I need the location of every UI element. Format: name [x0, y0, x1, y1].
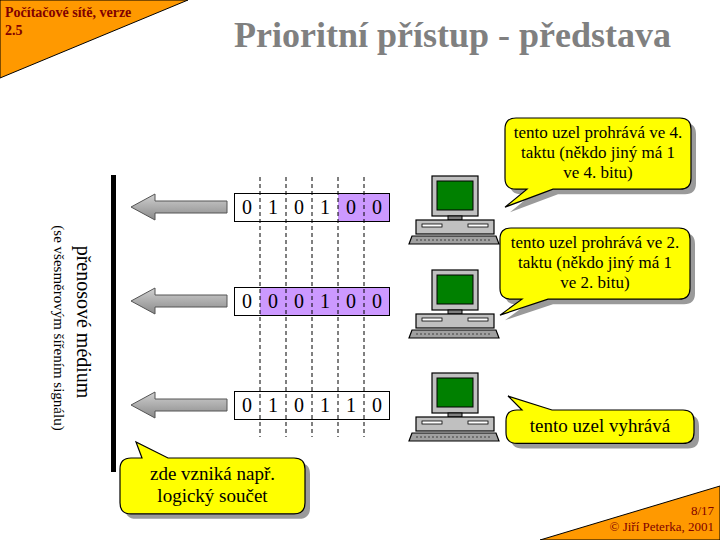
callout-text: zde vzniká např. logický součet	[128, 463, 297, 508]
computer-icon	[409, 176, 499, 244]
computer-icon	[409, 373, 499, 441]
callout-bubble: zde vzniká např. logický součet	[120, 458, 305, 514]
medium-note: (se všesměrovým šířením signálu)	[51, 225, 66, 430]
bit-sequence: 0 1 0 1 0 0	[234, 193, 390, 222]
bit-text: 0 0 0 1 0 0	[242, 288, 389, 315]
callout-outline	[505, 118, 691, 207]
bit-text: 0 1 0 1 0 0	[242, 194, 389, 221]
corner-triangle	[0, 0, 188, 78]
slide-title: Prioritní přístup - představa	[190, 14, 715, 56]
callout-bubble: tento uzel prohrává ve 2. taktu (někdo j…	[500, 228, 690, 299]
computer-icon	[409, 270, 499, 338]
bit-sequence: 0 0 0 1 0 0	[234, 287, 390, 316]
callout-outline	[500, 228, 690, 315]
page-number: 8/17	[540, 503, 714, 519]
signal-arrow	[131, 392, 227, 418]
callout-bubble: tento uzel prohrává ve 4. taktu (někdo j…	[505, 118, 691, 189]
course-name: Počítačové sítě, verze 2.5	[5, 4, 140, 39]
bit-text: 0 1 0 1 1 0	[242, 392, 389, 419]
medium-label: přenosové médium	[74, 246, 94, 399]
callout-outline	[120, 442, 305, 514]
callout-text: tento uzel prohrává ve 2. taktu (někdo j…	[508, 233, 682, 293]
signal-arrow	[131, 194, 227, 220]
page-corner: 8/17© Jiří Peterka, 2001	[540, 486, 720, 540]
callout-bubble: tento uzel vyhrává	[506, 410, 694, 443]
signal-arrow	[131, 288, 227, 314]
bit-sequence: 0 1 0 1 1 0	[234, 391, 390, 420]
callout-text: tento uzel vyhrává	[514, 415, 686, 437]
copyright: © Jiří Peterka, 2001	[540, 519, 714, 535]
callout-text: tento uzel prohrává ve 4. taktu (někdo j…	[513, 123, 683, 183]
course-corner: Počítačové sítě, verze 2.5	[0, 0, 190, 80]
medium-bar	[111, 175, 116, 472]
callout-outline	[506, 396, 694, 443]
corner-triangle	[540, 486, 720, 540]
